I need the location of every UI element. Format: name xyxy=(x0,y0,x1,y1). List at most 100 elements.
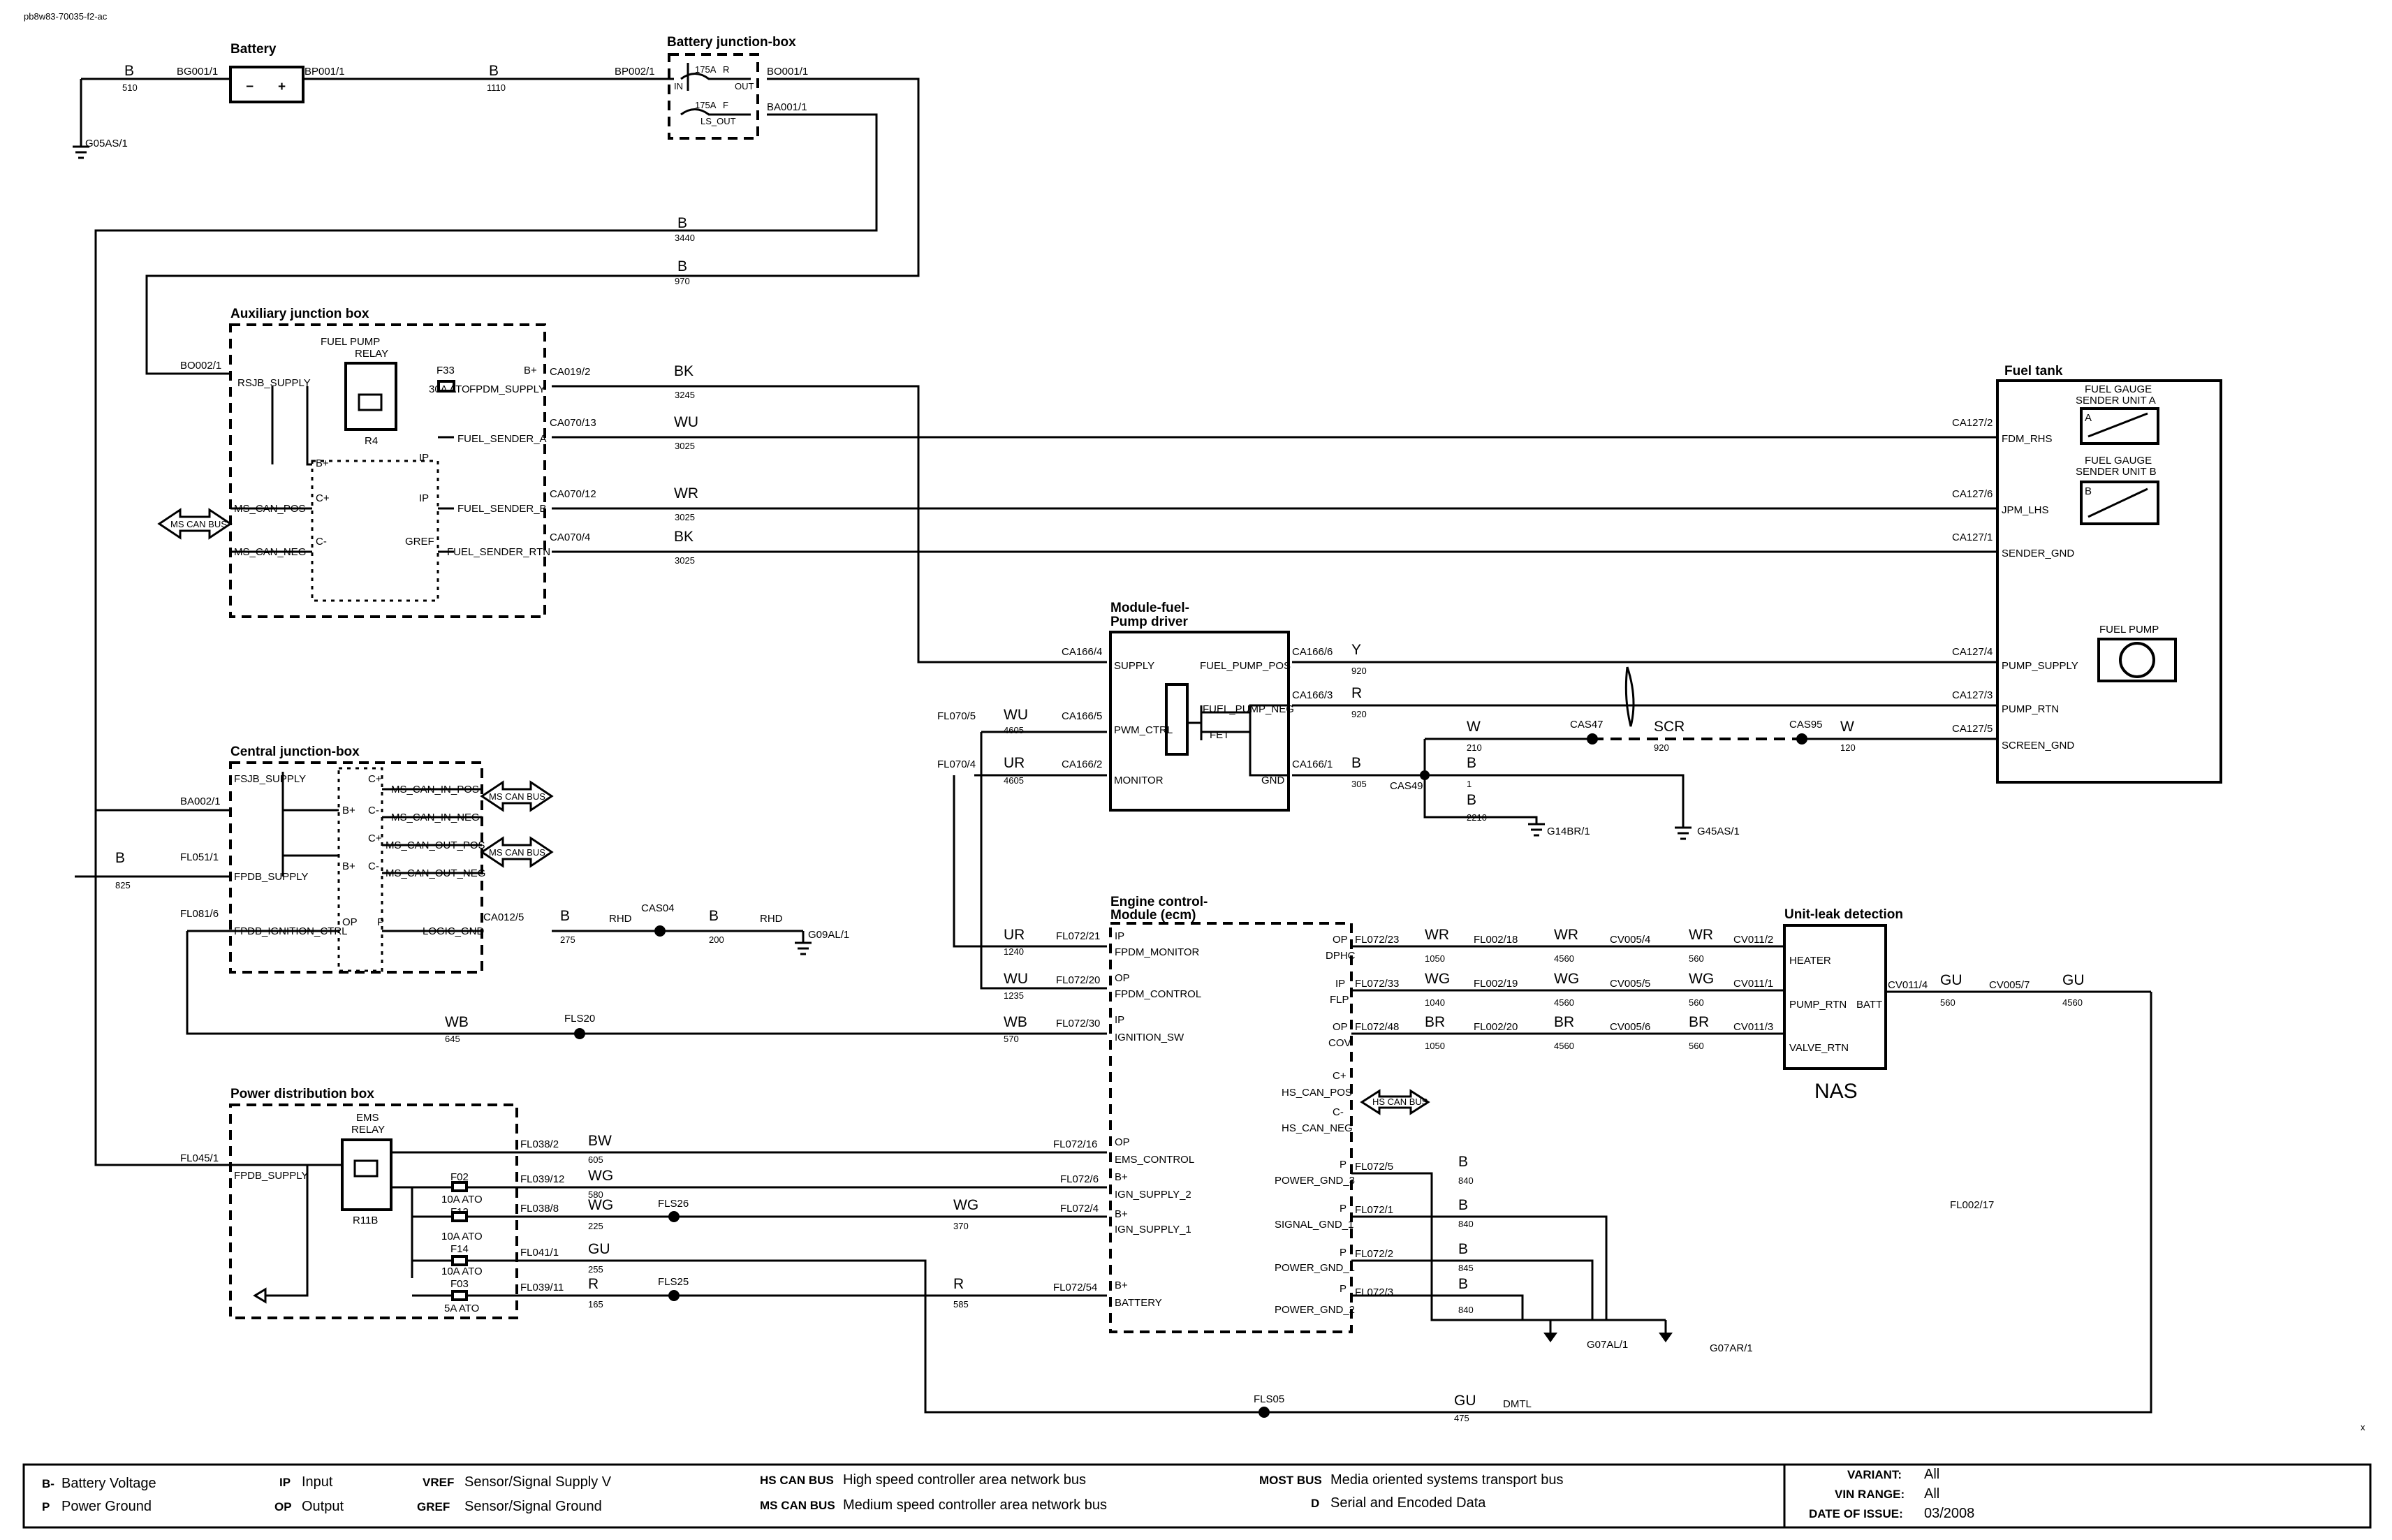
legend-vin: All xyxy=(1924,1486,1939,1502)
connector-ba002-1: BA002/1 xyxy=(180,795,221,807)
pin-c-plus: C+ xyxy=(316,492,330,504)
central-jbox-inner-module xyxy=(337,767,383,972)
corner-mark: x xyxy=(2361,1422,2365,1432)
pin-dphc: DPHC xyxy=(1326,950,1356,962)
pin-c-minus-c1: C- xyxy=(368,805,379,816)
pin-p2: P xyxy=(1340,1203,1347,1215)
circuit-560-b: 560 xyxy=(1689,997,1704,1008)
wire-b-845-pg1 xyxy=(1351,1259,1594,1320)
circuit-165: 165 xyxy=(588,1299,603,1310)
pin-ignition-sw: IGNITION_SW xyxy=(1115,1032,1184,1043)
pin-screen-gnd: SCREEN_GND xyxy=(2002,740,2074,751)
fuse-rating-f: 175A xyxy=(695,100,717,110)
pin-c-plus-c1: C+ xyxy=(368,773,382,785)
wire-colour-wu-3025: WU xyxy=(674,414,698,430)
wire-colour-gu-560: GU xyxy=(1940,972,1962,988)
circuit-200: 200 xyxy=(709,934,724,945)
pin-in: IN xyxy=(674,81,683,91)
unit-leak-detection: Unit-leak detection HEATER PUMP_RTN VALV… xyxy=(1783,907,1903,1103)
fpdm-body xyxy=(1109,631,1290,812)
fuse-f33-label: F33 xyxy=(436,365,455,376)
legend-ms: Medium speed controller area network bus xyxy=(843,1497,1107,1513)
wire-wu-1235 xyxy=(980,732,1107,990)
wire-colour-wg-1040: WG xyxy=(1425,971,1450,987)
circuit-3440: 3440 xyxy=(675,233,695,243)
central-junction-box: Central junction-box FSJB_SUPPLY FPDB_SU… xyxy=(229,745,554,974)
sender-a-letter: A xyxy=(2085,412,2092,424)
aux-jbox-internal-feeds xyxy=(271,386,312,466)
pin-b-plus-inner: B+ xyxy=(316,457,329,469)
circuit-585: 585 xyxy=(953,1299,969,1310)
splice-fls05 xyxy=(1259,1407,1270,1418)
sender-a-body xyxy=(2080,407,2159,445)
legend-b-minus-code: B- xyxy=(42,1477,54,1490)
pin-ip-sender-b: IP xyxy=(419,492,429,504)
legend-b-minus: Battery Voltage xyxy=(61,1476,156,1491)
pin-p1: P xyxy=(1340,1159,1347,1171)
fuse-175a-f-icon xyxy=(680,108,751,116)
circuit-580: 580 xyxy=(588,1189,603,1200)
rhd-label-2: RHD xyxy=(760,913,783,925)
connector-dmtl: DMTL xyxy=(1503,1398,1532,1410)
connector-fl041-1: FL041/1 xyxy=(520,1247,559,1259)
connector-cv011-2: CV011/2 xyxy=(1733,934,1773,946)
pin-fuel-sender-rtn: FUEL_SENDER_RTN xyxy=(447,546,550,558)
legend-issue-label: DATE OF ISSUE: xyxy=(1809,1507,1903,1520)
circuit-210: 210 xyxy=(1467,742,1482,753)
connector-fl072-3: FL072/3 xyxy=(1355,1286,1393,1298)
battery-body xyxy=(229,66,304,103)
connector-cas49: CAS49 xyxy=(1390,780,1423,792)
circuit-475: 475 xyxy=(1454,1413,1469,1423)
circuit-560-c: 560 xyxy=(1689,1041,1704,1051)
wire-bk-3245 xyxy=(552,385,1107,663)
pin-fpdb-supply-pd: FPDB_SUPPLY xyxy=(234,1170,308,1182)
connector-bo002-1: BO002/1 xyxy=(180,360,221,372)
connector-fl072-48: FL072/48 xyxy=(1355,1021,1399,1033)
circuit-370: 370 xyxy=(953,1221,969,1231)
legend-hs-code: HS CAN BUS xyxy=(760,1474,834,1487)
pin-fuel-pump-pos: FUEL_PUMP_POS xyxy=(1200,660,1291,672)
connector-fls26: FLS26 xyxy=(658,1198,689,1210)
pin-fuel-pump-neg: FUEL_PUMP_NEG xyxy=(1203,703,1294,715)
sender-a-title-1: FUEL GAUGE xyxy=(2085,383,2152,395)
legend-vref-code: VREF xyxy=(423,1476,454,1489)
pin-c-minus-e: C- xyxy=(1333,1106,1344,1118)
circuit-3245: 3245 xyxy=(675,390,695,400)
connector-ca012-5: CA012/5 xyxy=(483,911,524,923)
fuse-f02-label: F02 xyxy=(450,1171,469,1183)
connector-ca127-6: CA127/6 xyxy=(1952,488,1993,500)
circuit-3025-c: 3025 xyxy=(675,555,695,566)
connector-fl072-4: FL072/4 xyxy=(1060,1203,1099,1215)
legend-most: Media oriented systems transport bus xyxy=(1330,1472,1564,1488)
legend: B- Battery Voltage P Power Ground IP Inp… xyxy=(22,1463,2372,1529)
splice-cas47 xyxy=(1587,733,1598,745)
wire-colour-b-840-a: B xyxy=(1458,1154,1468,1170)
wire-colour-br-4560: BR xyxy=(1554,1014,1574,1030)
circuit-1050-a: 1050 xyxy=(1425,953,1445,964)
connector-ca166-2: CA166/2 xyxy=(1062,758,1102,770)
pin-jpm-lhs: JPM_LHS xyxy=(2002,504,2049,516)
pin-pump-rtn-nas: PUMP_RTN xyxy=(1789,999,1847,1011)
circuit-920-b: 920 xyxy=(1351,709,1367,719)
pin-ip-e1: IP xyxy=(1115,930,1124,942)
fuel-tank: Fuel tank FUEL GAUGE SENDER UNIT A A FUE… xyxy=(1996,364,2222,784)
circuit-920-a: 920 xyxy=(1351,666,1367,676)
wire-colour-wr-1050: WR xyxy=(1425,927,1449,943)
legend-ip-code: IP xyxy=(279,1476,291,1489)
circuit-645: 645 xyxy=(445,1034,460,1044)
sender-b-letter: B xyxy=(2085,485,2092,497)
legend-hs: High speed controller area network bus xyxy=(843,1472,1086,1488)
pin-pwm-ctrl: PWM_CTRL xyxy=(1114,724,1173,736)
wire-colour-wr-3025: WR xyxy=(674,485,698,501)
central-jbox-internal-wires xyxy=(230,772,482,932)
wire-colour-gu-475: GU xyxy=(1454,1393,1476,1409)
wire-colour-wr-4560: WR xyxy=(1554,927,1578,943)
ground-g07al-icon xyxy=(1543,1333,1557,1342)
pin-power-gnd-3: POWER_GND_3 xyxy=(1275,1175,1355,1187)
fuse-f03-label: F03 xyxy=(450,1278,469,1290)
wire-colour-wu-1235: WU xyxy=(1004,971,1028,987)
connector-fls05: FLS05 xyxy=(1254,1393,1284,1405)
power-dist-title: Power distribution box xyxy=(230,1087,374,1101)
wire-colour-b-840-b: B xyxy=(1458,1197,1468,1213)
